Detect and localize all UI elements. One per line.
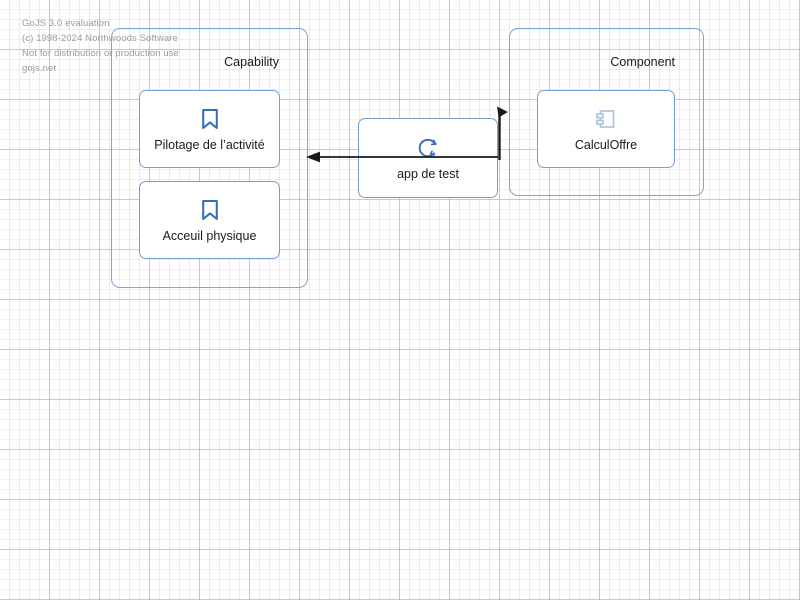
component-block-icon — [594, 107, 618, 131]
gojs-watermark: GoJS 3.0 evaluation (c) 1998-2024 Northw… — [22, 16, 179, 76]
arrowhead-right-icon — [497, 106, 508, 118]
watermark-line-4: gojs.net — [22, 63, 57, 74]
bookmark-icon — [198, 198, 222, 222]
node-label: Acceuil physique — [162, 228, 257, 243]
link-app-to-component[interactable] — [497, 106, 508, 161]
node-label: app de test — [397, 166, 459, 181]
group-capability-title: Capability — [224, 55, 279, 69]
watermark-line-2: (c) 1998-2024 Northwoods Software — [22, 33, 178, 44]
node-label: CalculOffre — [574, 137, 638, 152]
service-ring-icon — [416, 136, 440, 160]
watermark-line-3: Not for distribution or production use — [22, 48, 179, 59]
node-label: Pilotage de l’activité — [154, 137, 265, 152]
group-component[interactable]: Component — [509, 28, 704, 196]
node-acceuil-physique[interactable]: Acceuil physique — [139, 181, 280, 259]
watermark-line-1: GoJS 3.0 evaluation — [22, 18, 110, 29]
bookmark-icon — [198, 107, 222, 131]
node-app-de-test[interactable]: app de test — [358, 118, 498, 198]
node-calculoffre[interactable]: CalculOffre — [537, 90, 675, 168]
node-pilotage-de-l-activite[interactable]: Pilotage de l’activité — [139, 90, 280, 168]
arrowhead-left-icon — [306, 151, 320, 163]
group-component-title: Component — [610, 55, 675, 69]
